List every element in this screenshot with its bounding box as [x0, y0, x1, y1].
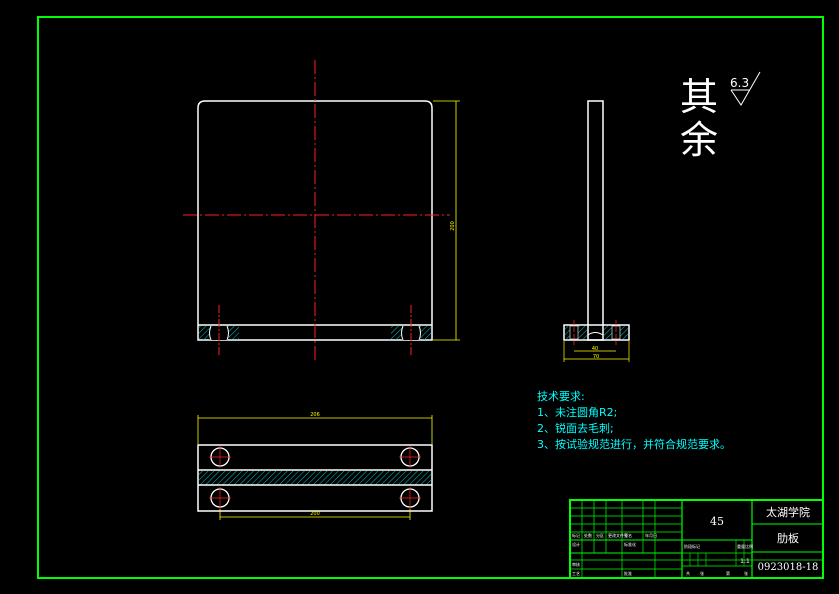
title-scale: 1:1 — [740, 558, 750, 565]
svg-text:设计: 设计 — [572, 541, 580, 547]
notes-title: 技术要求: — [537, 390, 585, 403]
roughness-label-char-1: 其 — [680, 75, 718, 119]
top-holes-dim-label: 200 — [310, 511, 320, 517]
svg-text:比例: 比例 — [745, 543, 753, 549]
roughness-label-char-2: 余 — [680, 118, 718, 162]
svg-text:第: 第 — [726, 570, 730, 576]
title-material: 45 — [710, 515, 724, 528]
roughness-note: 其 余 6.3 — [680, 71, 761, 162]
notes-item-1: 1、未注圆角R2; — [537, 405, 617, 419]
top-view-outline — [197, 444, 433, 512]
side-view: 40 70 — [563, 100, 630, 362]
svg-text:工艺: 工艺 — [572, 571, 580, 576]
title-part-name: 肋板 — [777, 531, 799, 545]
title-block — [569, 499, 824, 579]
svg-text:批准: 批准 — [624, 570, 632, 576]
svg-text:张: 张 — [700, 570, 704, 576]
technical-notes: 技术要求: 1、未注圆角R2; 2、锐面去毛刺; 3、按试验规范进行，并符合规范… — [537, 390, 731, 451]
side-view-plate — [587, 100, 604, 341]
drawing-border — [37, 16, 824, 579]
svg-text:年月日: 年月日 — [645, 532, 657, 538]
top-overall-dim-label: 206 — [310, 412, 320, 418]
top-view: 206 200 — [197, 412, 433, 520]
svg-text:阶段标记: 阶段标记 — [684, 543, 700, 549]
front-height-dim-label: 200 — [450, 221, 456, 231]
svg-text:标准化: 标准化 — [624, 541, 636, 547]
notes-item-3: 3、按试验规范进行，并符合规范要求。 — [537, 437, 731, 451]
front-view-outline — [197, 100, 433, 341]
roughness-value: 6.3 — [730, 76, 749, 90]
svg-text:审核: 审核 — [572, 561, 580, 567]
title-block-text: 45 太湖学院 肋板 0923018-18 1:1 标记处数分区 更改文件号签名… — [572, 505, 818, 576]
title-drawing-no: 0923018-18 — [758, 562, 819, 573]
svg-text:重量: 重量 — [737, 543, 745, 549]
svg-text:标记: 标记 — [572, 532, 580, 538]
svg-text:处数: 处数 — [584, 532, 592, 538]
svg-text:张: 张 — [744, 570, 748, 576]
front-view: 200 — [183, 60, 460, 360]
svg-text:签名: 签名 — [624, 532, 632, 538]
svg-text:共: 共 — [686, 570, 690, 576]
top-view-plate-hatch — [199, 471, 431, 485]
side-inner-dim-label: 40 — [592, 346, 598, 352]
roughness-symbol — [730, 71, 761, 106]
side-view-base — [563, 324, 630, 341]
title-school: 太湖学院 — [766, 505, 810, 519]
side-outer-dim-label: 70 — [593, 354, 599, 360]
svg-text:更改文件号: 更改文件号 — [608, 532, 628, 538]
svg-text:分区: 分区 — [596, 532, 604, 538]
notes-item-2: 2、锐面去毛刺; — [537, 421, 614, 435]
